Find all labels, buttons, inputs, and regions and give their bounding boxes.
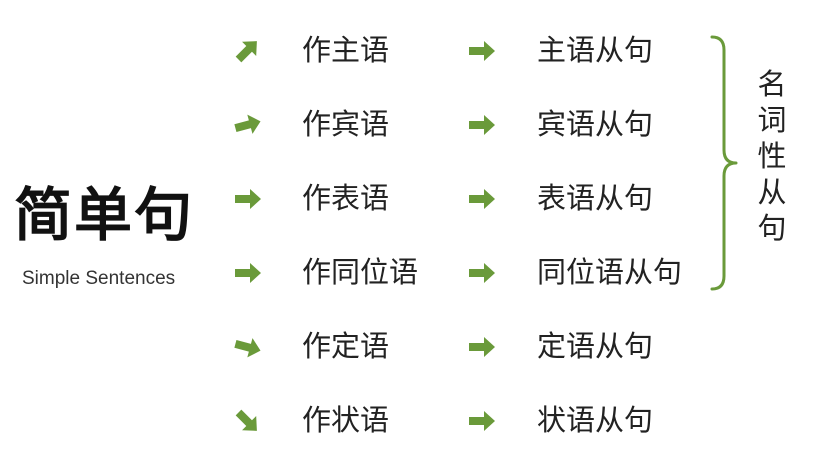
clause-label: 定语从句 bbox=[537, 329, 654, 363]
arrow-icon bbox=[234, 114, 261, 134]
diagram-subtitle: Simple Sentences bbox=[22, 268, 176, 289]
function-label: 作同位语 bbox=[302, 255, 419, 289]
clause-label: 主语从句 bbox=[537, 33, 654, 67]
row-adverbial: 作状语 状语从句 bbox=[0, 400, 720, 440]
arrow-icon bbox=[469, 115, 495, 135]
function-label: 作定语 bbox=[302, 329, 390, 363]
function-label: 作主语 bbox=[302, 33, 390, 67]
row-attributive: 作定语 定语从句 bbox=[0, 326, 720, 366]
arrow-icon bbox=[235, 409, 257, 431]
row-appositive: 作同位语 同位语从句 bbox=[0, 252, 720, 292]
arrow-icon bbox=[469, 41, 495, 61]
function-label: 作状语 bbox=[302, 403, 390, 437]
right-brace-icon bbox=[710, 35, 738, 291]
row-subject: 作主语 主语从句 bbox=[0, 30, 720, 70]
arrow-icon bbox=[469, 263, 495, 283]
arrow-icon bbox=[235, 263, 261, 283]
diagram-title: 简单句 bbox=[14, 181, 195, 249]
arrow-icon bbox=[469, 411, 495, 431]
clause-label: 宾语从句 bbox=[537, 107, 654, 141]
clause-label: 同位语从句 bbox=[537, 255, 683, 289]
group-label: 名词性从句 bbox=[757, 67, 787, 245]
arrow-icon bbox=[469, 337, 495, 357]
row-predicative: 作表语 表语从句 bbox=[0, 178, 720, 218]
row-object: 作宾语 宾语从句 bbox=[0, 104, 720, 144]
function-label: 作表语 bbox=[302, 181, 390, 215]
arrow-icon bbox=[235, 41, 257, 63]
clause-label: 表语从句 bbox=[537, 181, 654, 215]
arrow-icon bbox=[469, 189, 495, 209]
clause-label: 状语从句 bbox=[537, 403, 654, 437]
arrow-icon bbox=[234, 338, 261, 358]
function-label: 作宾语 bbox=[302, 107, 390, 141]
arrow-icon bbox=[235, 189, 261, 209]
